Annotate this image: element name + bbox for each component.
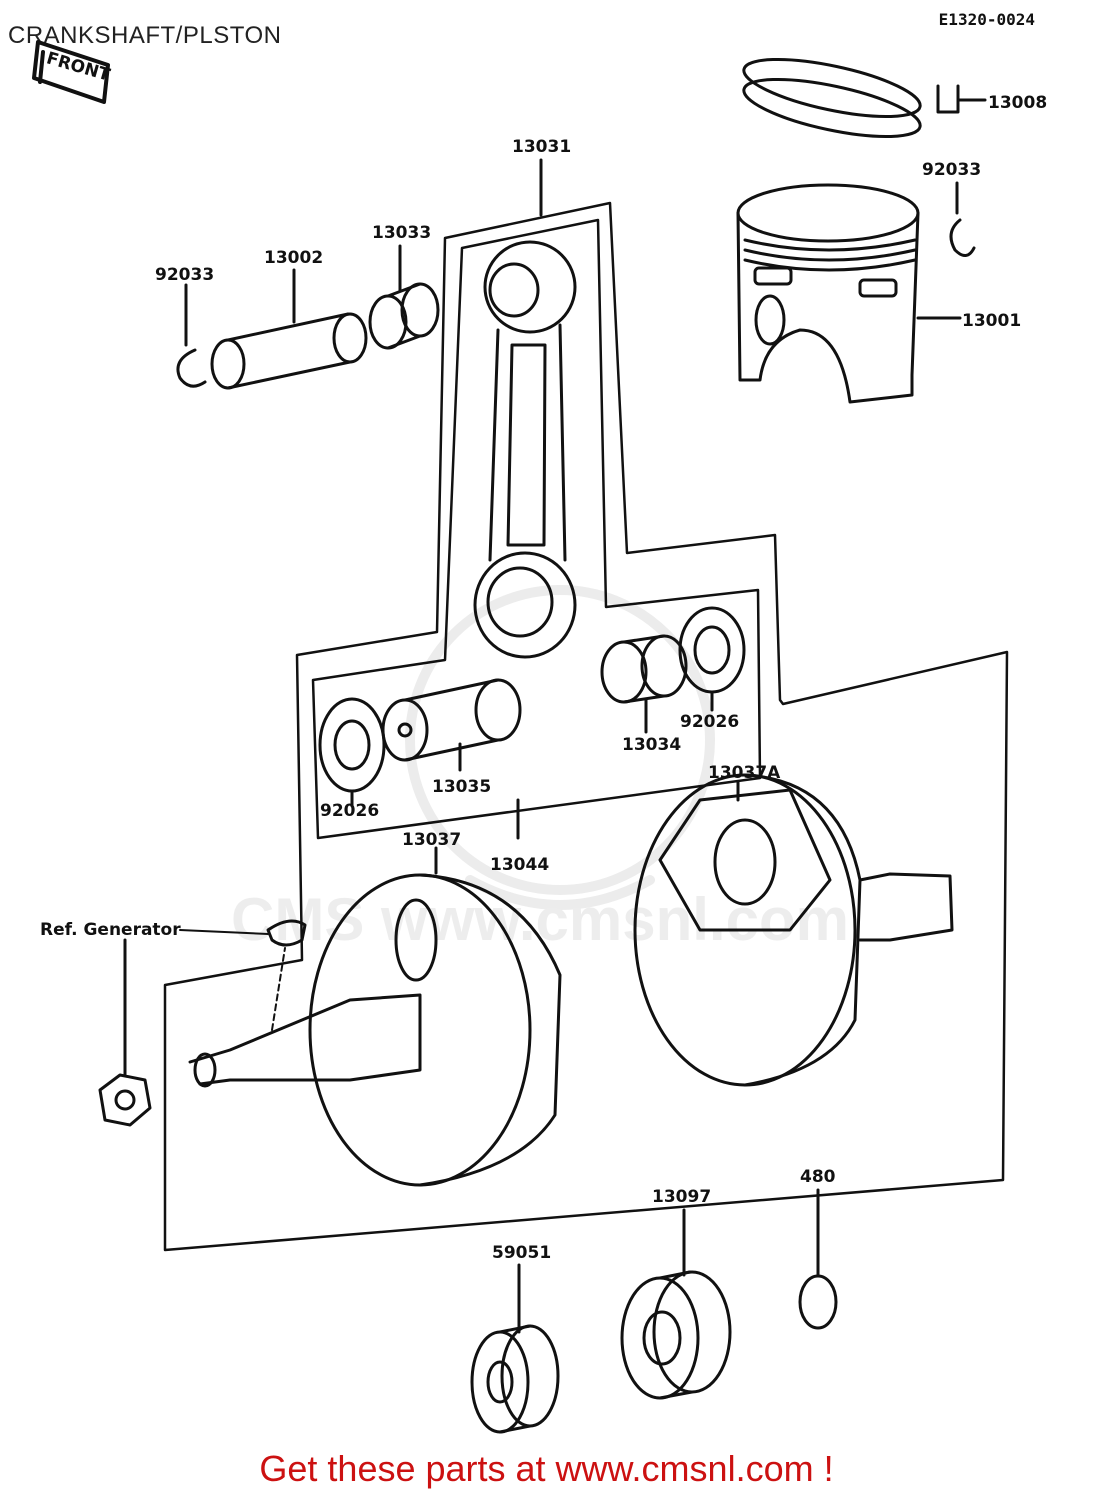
circlip-480-part — [798, 1188, 838, 1330]
flywheel-left-part — [188, 846, 562, 1187]
crank-nut-part — [98, 938, 152, 1127]
label-13033: 13033 — [372, 223, 431, 243]
label-59051: 59051 — [492, 1243, 551, 1263]
watermark-logo — [405, 585, 715, 910]
label-13037: 13037 — [402, 830, 461, 850]
circlip-right-part — [949, 218, 976, 257]
page-title: CRANKSHAFT/PLSTON — [8, 22, 282, 49]
label-13001: 13001 — [962, 311, 1021, 331]
watermark-text: CMS www.cmsnl.com — [231, 886, 849, 953]
diagram-reference-code: E1320-0024 — [938, 10, 1035, 29]
circlip-left-part — [176, 348, 207, 388]
label-13035: 13035 — [432, 777, 491, 797]
thrust-washer-left-part — [318, 697, 386, 808]
piston-pin-part — [210, 268, 368, 390]
front-direction-badge — [32, 40, 110, 104]
small-end-bearing-part — [368, 244, 440, 350]
gear-59051-part — [470, 1263, 560, 1434]
label-13044: 13044 — [490, 855, 549, 875]
woodruff-key-part — [266, 919, 307, 947]
label-13037A: 13037A — [708, 763, 781, 783]
leader-ref-generator — [179, 929, 269, 935]
piston-part — [736, 183, 962, 404]
label-92026-left: 92026 — [320, 801, 379, 821]
connecting-rod-part — [473, 158, 577, 659]
label-13097: 13097 — [652, 1187, 711, 1207]
piston-rings-part — [742, 57, 987, 139]
label-92026-right: 92026 — [680, 712, 739, 732]
crank-pin-part — [381, 678, 522, 772]
label-13031: 13031 — [512, 137, 571, 157]
label-13008: 13008 — [988, 93, 1047, 113]
gear-13097-part — [620, 1208, 732, 1400]
key-alignment-line — [271, 947, 286, 1031]
label-13034: 13034 — [622, 735, 681, 755]
label-480: 480 — [800, 1167, 836, 1187]
rod-kit-outline — [163, 201, 1009, 1252]
big-end-bearing-part — [600, 634, 688, 734]
label-92033-left: 92033 — [155, 265, 214, 285]
label-ref-generator: Ref. Generator — [40, 920, 181, 940]
promo-banner: Get these parts at www.cmsnl.com ! — [0, 1448, 1093, 1490]
label-92033-top: 92033 — [922, 160, 981, 180]
promo-banner-link[interactable]: Get these parts at www.cmsnl.com ! — [259, 1448, 834, 1489]
rod-kit-inner-outline — [311, 218, 762, 840]
label-13002: 13002 — [264, 248, 323, 268]
flywheel-right-part — [633, 773, 954, 1087]
thrust-washer-right-part — [678, 606, 746, 712]
